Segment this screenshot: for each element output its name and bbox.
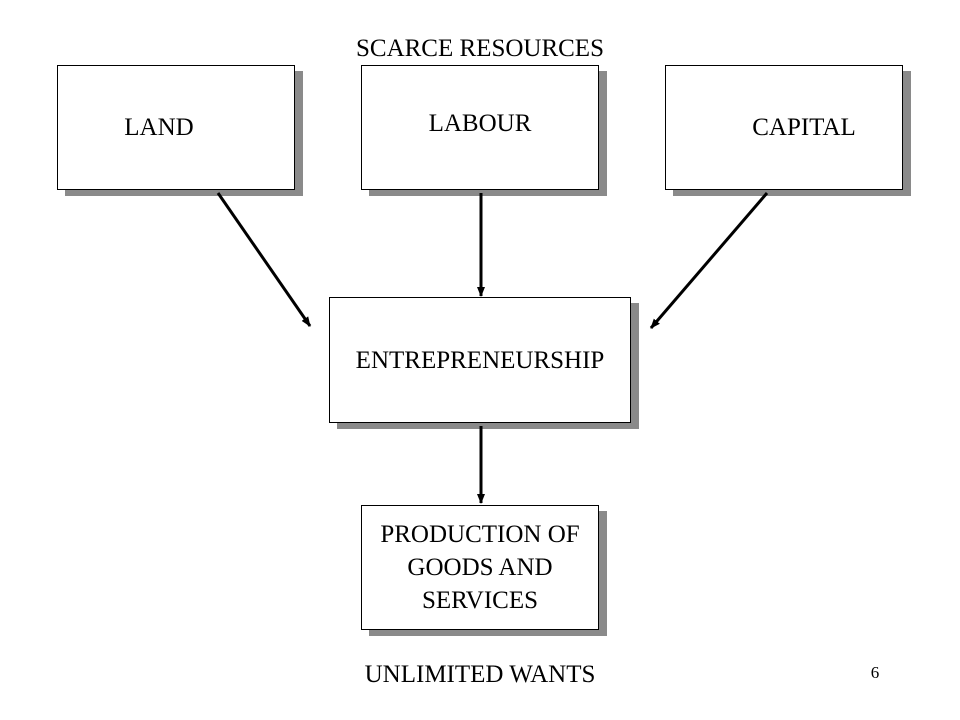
capital-label: CAPITAL (752, 114, 856, 141)
entrepreneurship-label: ENTREPRENEURSHIP (355, 346, 605, 374)
land-box: LAND (57, 65, 295, 190)
arrow-land-to-entrepreneurship (216, 192, 312, 327)
production-box: PRODUCTION OF GOODS AND SERVICES (361, 505, 599, 630)
page-number: 6 (870, 663, 880, 682)
labour-box: LABOUR (361, 65, 599, 190)
entrepreneurship-box: ENTREPRENEURSHIP (329, 297, 631, 423)
land-label: LAND (124, 114, 194, 141)
arrow-capital-to-entrepreneurship (649, 192, 769, 329)
labour-label: LABOUR (428, 110, 532, 137)
unlimited-wants-label: UNLIMITED WANTS (364, 661, 596, 688)
production-label: PRODUCTION OF GOODS AND SERVICES (380, 521, 580, 614)
scarce-resources-label: SCARCE RESOURCES (356, 35, 604, 62)
capital-box: CAPITAL (665, 65, 903, 190)
